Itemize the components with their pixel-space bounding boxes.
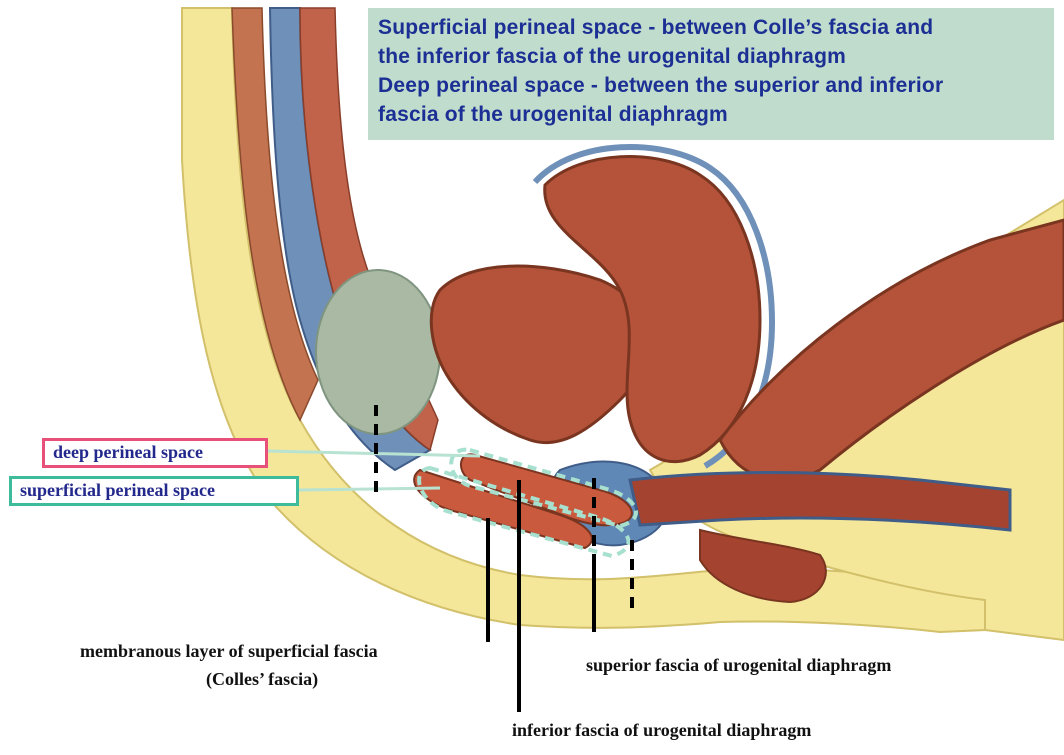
definition-line-4: fascia of the urogenital diaphragm xyxy=(378,103,728,127)
superficial-space-leader xyxy=(299,488,440,490)
superior-fascia-caption: superior fascia of urogenital diaphragm xyxy=(586,655,891,676)
definition-line-2: the inferior fascia of the urogenital di… xyxy=(378,45,846,69)
uterus xyxy=(431,266,648,443)
definition-panel: Superficial perineal space - between Col… xyxy=(368,8,1054,140)
membranous-layer-caption: membranous layer of superficial fascia xyxy=(80,641,378,662)
colles-fascia-caption: (Colles’ fascia) xyxy=(206,669,318,690)
superficial-perineal-space-label: superficial perineal space xyxy=(9,476,299,506)
deep-perineal-space-label: deep perineal space xyxy=(42,438,268,468)
definition-line-1: Superficial perineal space - between Col… xyxy=(378,16,933,40)
definition-line-3: Deep perineal space - between the superi… xyxy=(378,74,943,98)
inferior-fascia-caption: inferior fascia of urogenital diaphragm xyxy=(512,720,811,741)
